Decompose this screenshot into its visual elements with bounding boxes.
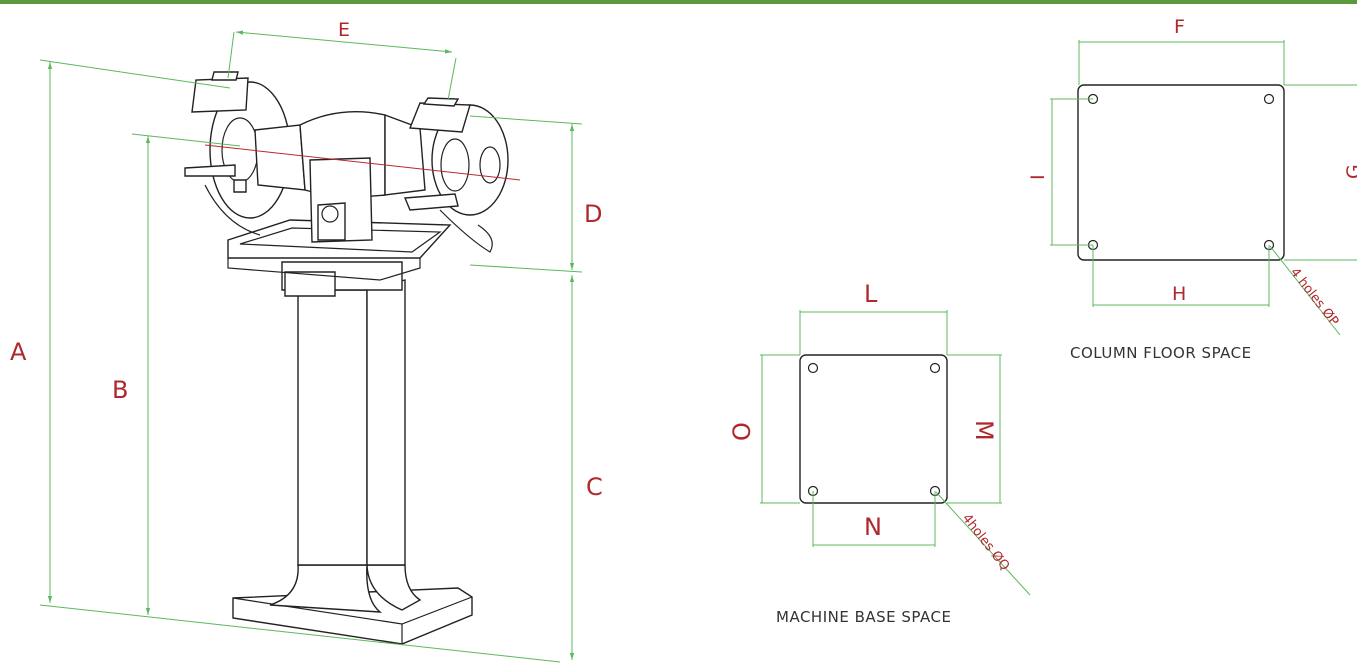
bench-grinder-drawing (184, 71, 521, 645)
mount-hole (807, 362, 819, 374)
dim-label-f: F (1174, 16, 1185, 38)
dim-label-o: O (728, 422, 756, 441)
top-accent-bar (0, 0, 1357, 4)
mount-hole (929, 362, 941, 374)
column-floor-space-drawing (1050, 40, 1357, 336)
machine-dimension-lines (39, 30, 583, 663)
dim-label-b: B (112, 376, 128, 404)
dim-label-a: A (10, 338, 27, 366)
holes-label-q: 4holes ØQ (959, 511, 1012, 573)
dim-label-c: C (586, 473, 603, 501)
dim-label-d: D (584, 200, 602, 228)
caption-column-floor-space: COLUMN FLOOR SPACE (1070, 344, 1252, 362)
dim-label-l: L (864, 280, 878, 308)
dim-label-g: G (1343, 164, 1357, 179)
holes-label-p: 4 holes ØP (1287, 265, 1342, 329)
dim-label-m: M (970, 420, 998, 441)
caption-machine-base-space: MACHINE BASE SPACE (776, 608, 951, 626)
dim-label-h: H (1172, 283, 1186, 305)
dim-label-n: N (864, 513, 882, 541)
dim-label-i: I (1027, 174, 1049, 180)
dim-label-e: E (338, 19, 350, 41)
mount-hole (1263, 93, 1275, 105)
machine-base-space-drawing (760, 310, 1031, 596)
